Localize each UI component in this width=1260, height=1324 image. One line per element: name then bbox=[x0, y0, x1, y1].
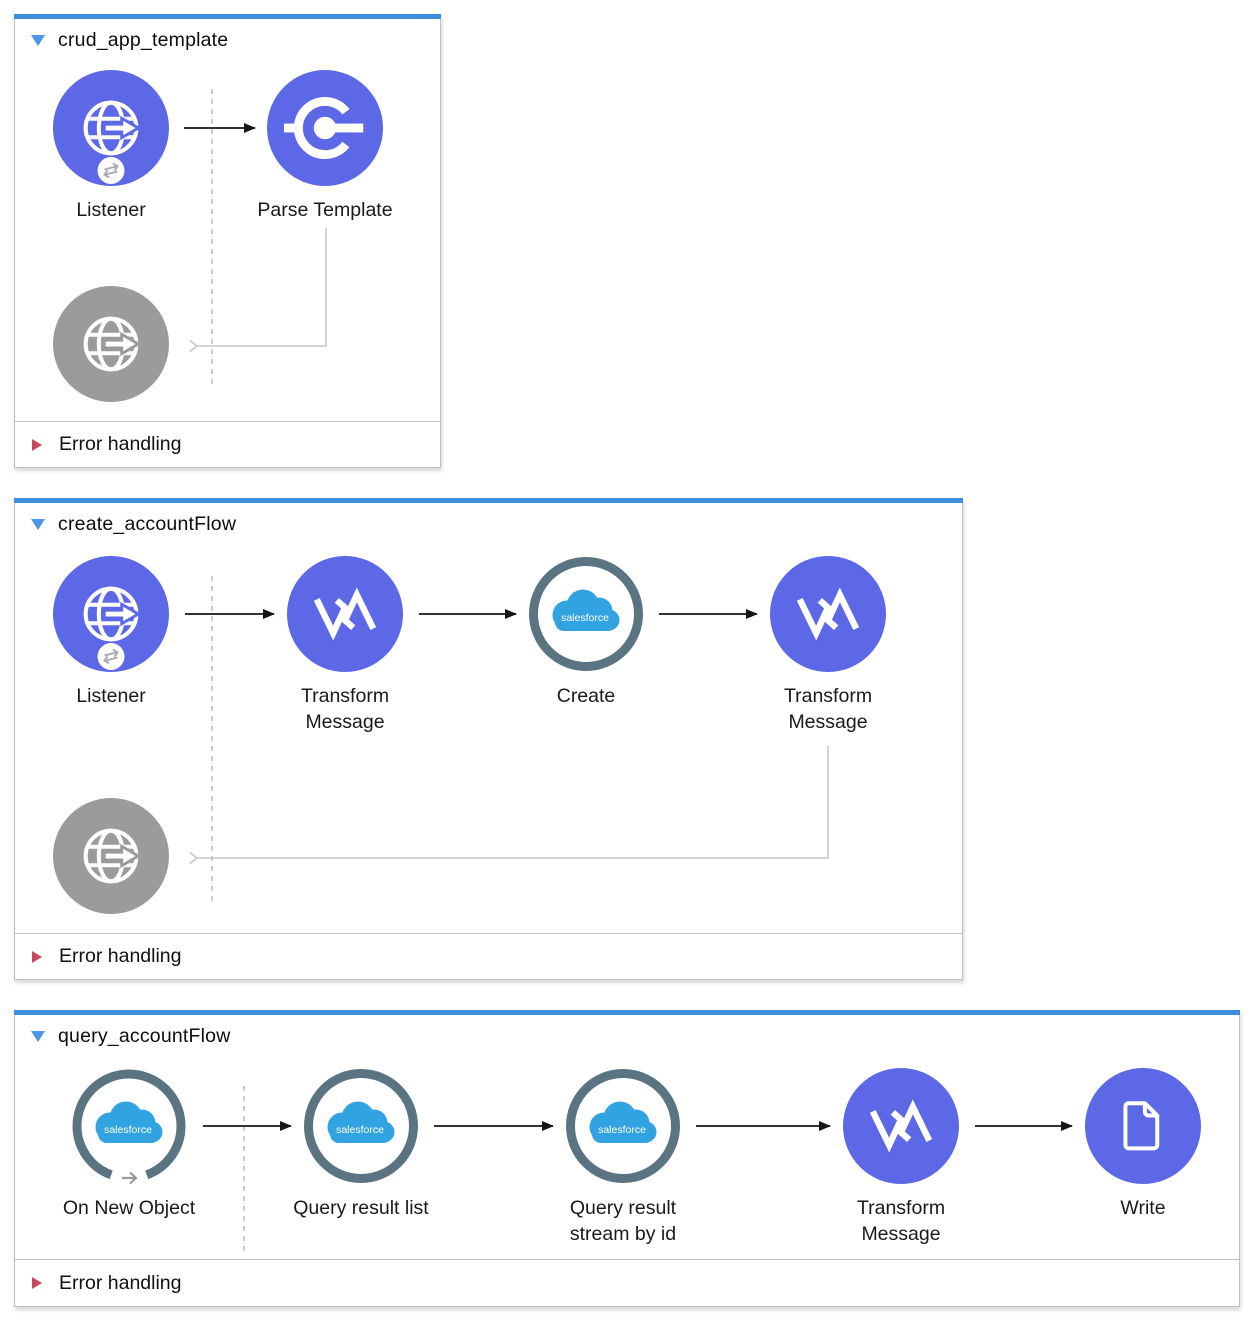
flow-header: create_accountFlow bbox=[15, 509, 236, 539]
return-connector bbox=[197, 228, 327, 346]
node-label: Listener bbox=[76, 685, 146, 707]
exchange-badge-icon bbox=[97, 643, 125, 675]
node-label: Query result stream by id bbox=[569, 1197, 677, 1245]
salesforce-cloud-icon: salesforce bbox=[589, 1101, 657, 1143]
salesforce-trigger-icon: salesforce bbox=[72, 1069, 186, 1184]
salesforce-cloud-icon: salesforce bbox=[552, 589, 620, 631]
error-expand-icon[interactable] bbox=[32, 438, 42, 451]
node-label: Transform Message bbox=[856, 1197, 946, 1245]
node-label: Write bbox=[1120, 1197, 1166, 1219]
flow-title[interactable]: create_accountFlow bbox=[58, 512, 237, 535]
node-label: Transform Message bbox=[300, 685, 390, 733]
error-handling-row[interactable]: Error handling bbox=[15, 421, 440, 467]
flow-top-bar bbox=[14, 14, 441, 19]
node-label: Query result list bbox=[293, 1197, 429, 1219]
error-handling-row[interactable]: Error handling bbox=[15, 933, 962, 979]
node-parse-template[interactable] bbox=[267, 70, 383, 186]
flow-create-account: create_accountFlow Listener bbox=[14, 498, 963, 980]
flow-title[interactable]: query_accountFlow bbox=[58, 1024, 231, 1047]
error-handling-label: Error handling bbox=[59, 1271, 182, 1294]
node-label: Parse Template bbox=[257, 199, 393, 221]
dataweave-icon bbox=[869, 1099, 933, 1153]
error-handling-row[interactable]: Error handling bbox=[15, 1259, 1239, 1306]
error-expand-icon[interactable] bbox=[32, 1277, 42, 1289]
node-label: Listener bbox=[76, 199, 146, 221]
collapse-triangle-icon[interactable] bbox=[31, 518, 45, 530]
node-write[interactable] bbox=[1085, 1068, 1201, 1184]
flow-top-bar bbox=[14, 498, 963, 503]
node-label: On New Object bbox=[62, 1197, 196, 1219]
salesforce-logo-text: salesforce bbox=[561, 612, 609, 624]
node-label: Create bbox=[556, 685, 616, 707]
flow-query-account: query_accountFlow salesforce On New Obje… bbox=[14, 1010, 1240, 1307]
dataweave-icon bbox=[313, 587, 377, 641]
parse-template-icon bbox=[283, 96, 364, 160]
node-transform-message[interactable] bbox=[287, 556, 403, 672]
node-salesforce-query-result-list[interactable]: salesforce bbox=[304, 1069, 418, 1183]
node-listener[interactable] bbox=[53, 70, 169, 186]
node-http-response[interactable] bbox=[53, 286, 169, 402]
http-listener-icon bbox=[83, 100, 142, 156]
node-label: Transform Message bbox=[783, 685, 873, 733]
http-listener-icon bbox=[83, 828, 142, 884]
node-http-response[interactable] bbox=[53, 798, 169, 914]
collapse-triangle-icon[interactable] bbox=[31, 1030, 45, 1042]
node-transform-message[interactable] bbox=[770, 556, 886, 672]
salesforce-logo-text: salesforce bbox=[598, 1124, 646, 1136]
collapse-triangle-icon[interactable] bbox=[31, 34, 45, 46]
dataweave-icon bbox=[796, 587, 860, 641]
file-icon bbox=[1123, 1101, 1160, 1151]
salesforce-logo-text: salesforce bbox=[336, 1124, 384, 1136]
flow-crud-app-template: crud_app_template Listener bbox=[14, 14, 441, 468]
node-salesforce-on-new-object[interactable]: salesforce bbox=[71, 1068, 187, 1184]
node-listener[interactable] bbox=[53, 556, 169, 672]
flow-header: query_accountFlow bbox=[15, 1021, 231, 1051]
flow-top-bar bbox=[14, 1010, 1240, 1015]
node-salesforce-query-result-stream-by-id[interactable]: salesforce bbox=[566, 1069, 680, 1183]
error-handling-label: Error handling bbox=[59, 433, 182, 455]
salesforce-logo-text: salesforce bbox=[104, 1124, 152, 1136]
flow-title[interactable]: crud_app_template bbox=[58, 28, 229, 51]
node-salesforce-create[interactable]: salesforce bbox=[529, 557, 643, 671]
error-expand-icon[interactable] bbox=[32, 950, 42, 963]
flow-header: crud_app_template bbox=[15, 25, 228, 55]
salesforce-cloud-icon: salesforce bbox=[327, 1101, 395, 1143]
exchange-badge-icon bbox=[97, 157, 125, 189]
http-listener-icon bbox=[83, 586, 142, 642]
return-connector bbox=[197, 746, 829, 858]
trigger-arrow-icon bbox=[122, 1171, 138, 1184]
http-listener-icon bbox=[83, 316, 142, 372]
error-handling-label: Error handling bbox=[59, 945, 182, 967]
node-transform-message[interactable] bbox=[843, 1068, 959, 1184]
